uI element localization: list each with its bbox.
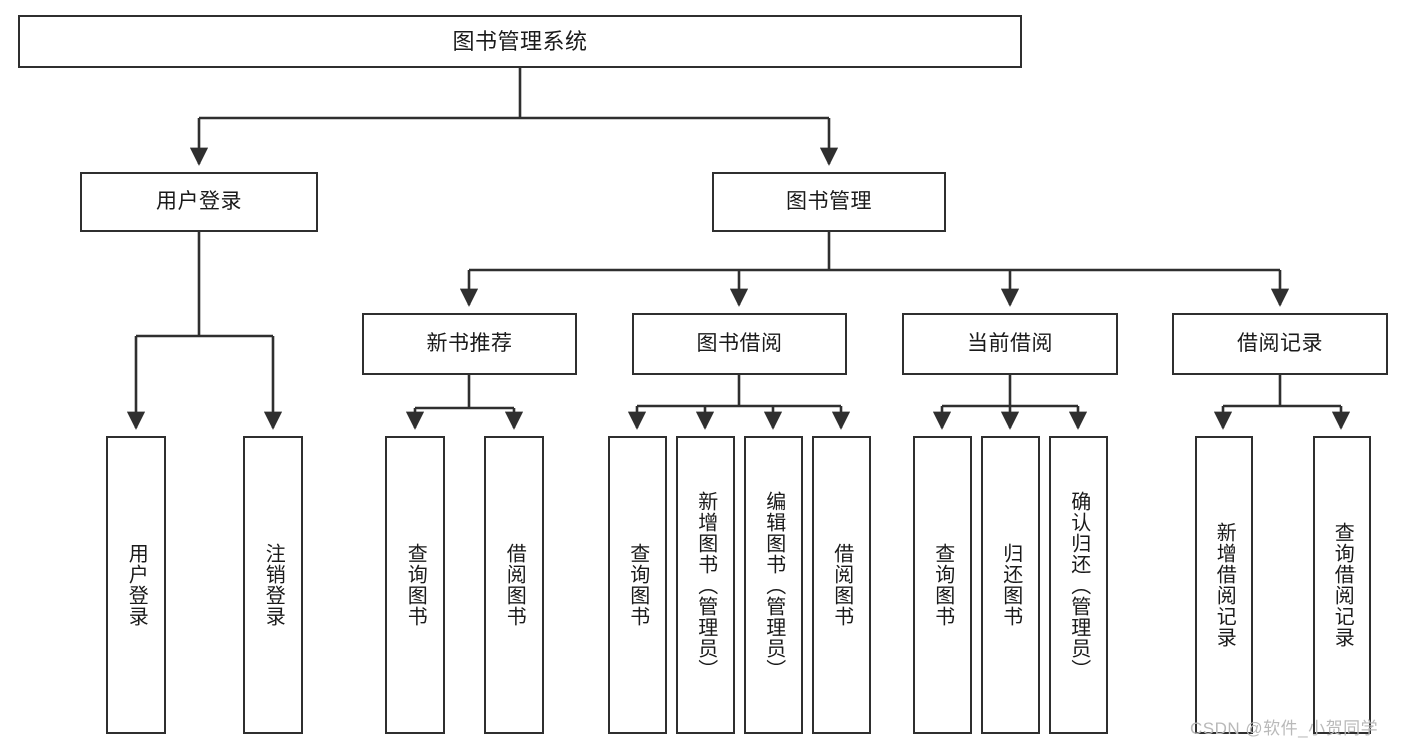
node-label: 新增借阅记录: [1213, 522, 1236, 648]
node-label: 注销登录: [262, 543, 285, 627]
node-label: 归还图书: [999, 543, 1022, 627]
node-label: 用户登录: [125, 543, 148, 627]
node-label: 查询图书: [404, 543, 427, 627]
node-label: 查询图书: [931, 543, 954, 627]
leaf-user-login-login[interactable]: 用户登录: [106, 436, 166, 734]
leaf-new-book-borrow-book[interactable]: 借阅图书: [484, 436, 544, 734]
node-label: 图书管理系统: [452, 28, 588, 54]
leaf-new-book-query-book[interactable]: 查询图书: [385, 436, 445, 734]
leaf-current-borrow-confirm-return-admin[interactable]: 确认归还（管理员）: [1049, 436, 1108, 734]
node-new-book-recommend[interactable]: 新书推荐: [362, 313, 577, 375]
node-label: 新书推荐: [426, 331, 513, 355]
node-label: 查询图书: [626, 543, 649, 627]
node-book-borrow[interactable]: 图书借阅: [632, 313, 847, 375]
leaf-current-borrow-return-book[interactable]: 归还图书: [981, 436, 1040, 734]
node-label: 借阅图书: [830, 543, 853, 627]
node-current-borrow[interactable]: 当前借阅: [902, 313, 1118, 375]
leaf-borrow-record-add-record[interactable]: 新增借阅记录: [1195, 436, 1253, 734]
node-label: 当前借阅: [967, 331, 1053, 355]
leaf-book-borrow-borrow-book[interactable]: 借阅图书: [812, 436, 871, 734]
node-label: 借阅记录: [1237, 331, 1323, 355]
node-label: 查询借阅记录: [1331, 522, 1354, 648]
node-label: 用户登录: [156, 189, 242, 213]
node-root-book-management-system[interactable]: 图书管理系统: [18, 15, 1022, 68]
node-label: 借阅图书: [503, 543, 526, 627]
node-label: 图书借阅: [696, 331, 783, 355]
node-label: 确认归还（管理员）: [1067, 490, 1090, 680]
leaf-book-borrow-add-book-admin[interactable]: 新增图书（管理员）: [676, 436, 735, 734]
node-user-login[interactable]: 用户登录: [80, 172, 318, 232]
leaf-current-borrow-query-book[interactable]: 查询图书: [913, 436, 972, 734]
node-label: 编辑图书（管理员）: [762, 490, 785, 680]
leaf-book-borrow-edit-book-admin[interactable]: 编辑图书（管理员）: [744, 436, 803, 734]
leaf-book-borrow-query-book[interactable]: 查询图书: [608, 436, 667, 734]
csdn-watermark: CSDN @软件_小贺同学: [1190, 719, 1379, 738]
node-label: 新增图书（管理员）: [694, 490, 717, 680]
leaf-borrow-record-query-record[interactable]: 查询借阅记录: [1313, 436, 1371, 734]
node-label: 图书管理: [786, 189, 872, 213]
node-book-management[interactable]: 图书管理: [712, 172, 946, 232]
node-borrow-record[interactable]: 借阅记录: [1172, 313, 1388, 375]
leaf-user-login-logout[interactable]: 注销登录: [243, 436, 303, 734]
